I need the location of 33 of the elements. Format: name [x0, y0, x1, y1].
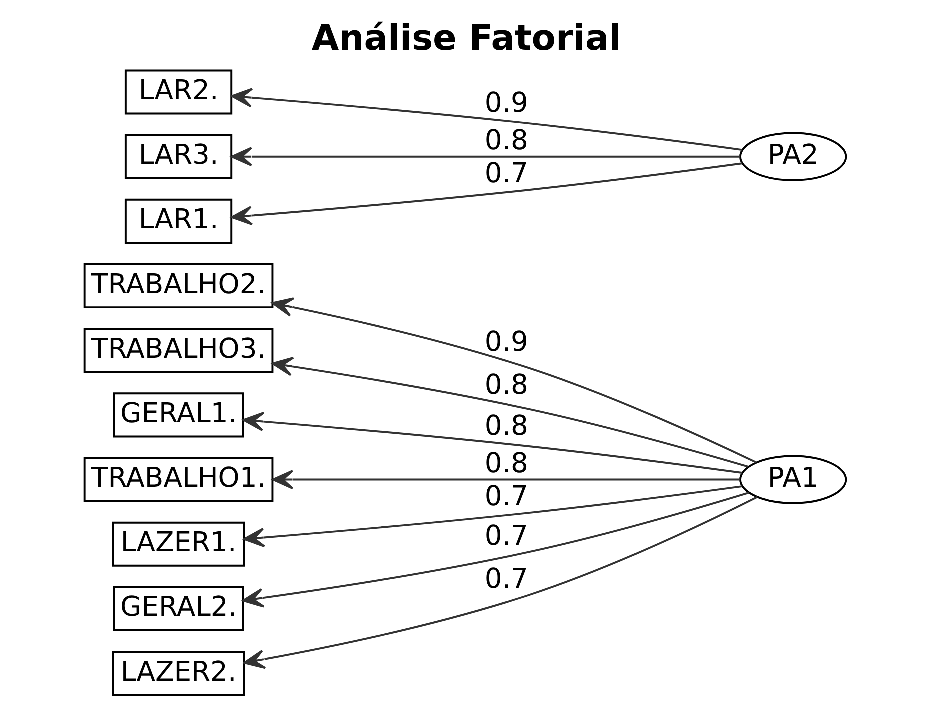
edge-label: 0.8 [484, 411, 528, 442]
node-box: GERAL1. [113, 392, 244, 438]
node-box: TRABALHO2. [84, 264, 274, 309]
arrow [231, 162, 742, 226]
node-box: LAR2. [124, 70, 233, 115]
arrow [272, 470, 740, 490]
node-box: LAR1. [124, 198, 233, 244]
arrow [272, 298, 757, 464]
arrow [272, 356, 748, 468]
edge-label: 0.8 [484, 448, 528, 480]
diagram-title: Análise Fatorial [312, 18, 622, 59]
node-box: LAZER1. [112, 522, 246, 567]
arrow [243, 486, 742, 548]
edge-label: 0.9 [484, 88, 528, 120]
edge-label: 0.7 [484, 158, 528, 190]
edge-label: 0.7 [484, 482, 528, 513]
node-box: TRABALHO3. [84, 328, 274, 374]
edge-label: 0.8 [484, 125, 528, 156]
edge-label: 0.8 [484, 370, 528, 402]
arrow [242, 492, 750, 608]
edge-label: 0.7 [484, 564, 528, 595]
node-ellipse: PA2 [740, 132, 848, 182]
arrow [231, 88, 742, 152]
node-box: LAR3. [124, 134, 233, 180]
node-ellipse: PA1 [740, 455, 848, 504]
arrow [244, 496, 758, 670]
edge-label: 0.9 [484, 327, 528, 358]
node-box: LAZER2. [112, 651, 246, 696]
node-box: GERAL2. [113, 586, 244, 632]
arrow [231, 147, 740, 167]
node-box: TRABALHO1. [84, 457, 274, 502]
edge-label: 0.7 [484, 520, 528, 552]
arrow [242, 412, 742, 474]
